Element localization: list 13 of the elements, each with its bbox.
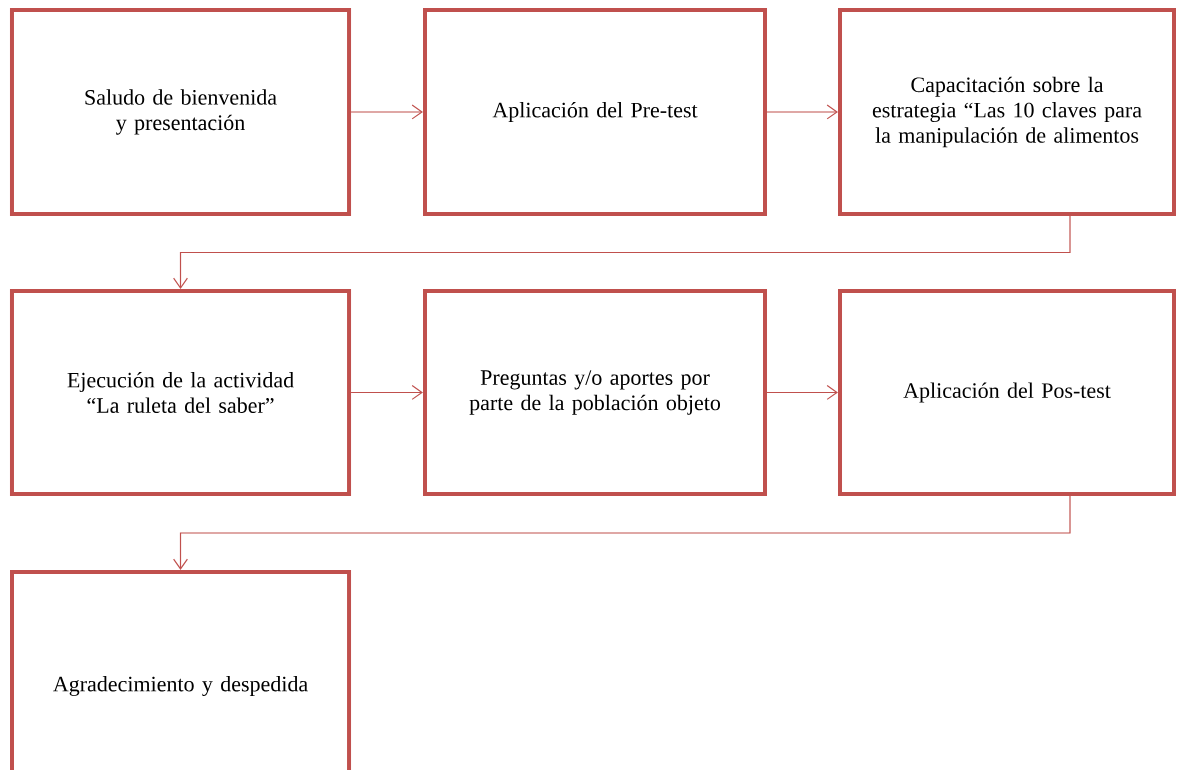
arrow: [350, 104, 423, 120]
arrow: [766, 104, 838, 120]
process-box: Agradecimiento y despedida: [10, 570, 352, 770]
process-box: Ejecución de la actividad “La ruleta del saber”: [10, 289, 352, 496]
process-box: Saludo de bienvenida y presentación: [10, 8, 352, 216]
process-box: Aplicación del Pos-test: [838, 289, 1176, 496]
process-box: Preguntas y/o aportes por parte de la población objeto: [423, 289, 767, 496]
process-box: Capacitación sobre la estrategia “Las 10 claves para la manipulación de alimentos: [838, 8, 1176, 216]
process-box: Aplicación del Pre-test: [423, 8, 767, 216]
arrow: [173, 495, 1071, 570]
arrow: [766, 385, 838, 400]
arrow: [350, 385, 423, 400]
arrow: [173, 215, 1071, 290]
